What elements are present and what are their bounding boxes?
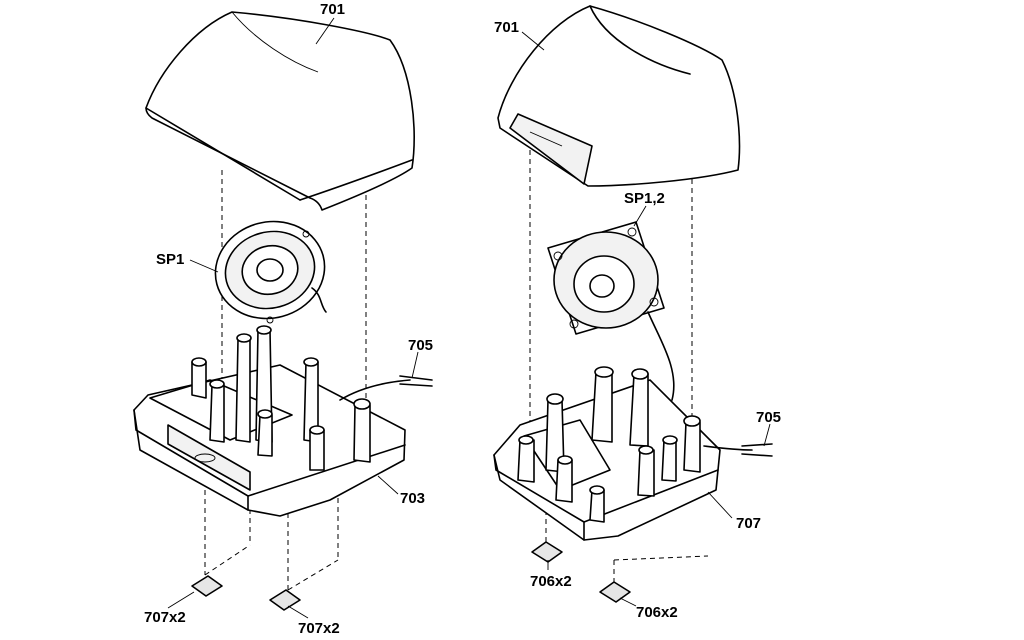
left-leader-lines: [167, 17, 419, 619]
left-base-label: 703: [400, 490, 425, 507]
left-cable-label: 705: [408, 337, 433, 354]
right-foot-label-a: 706x2: [530, 573, 572, 590]
right-cover-label: 701: [494, 19, 519, 36]
left-speaker-label: SP1: [156, 251, 184, 268]
right-cable-label: 705: [756, 409, 781, 426]
left-cover-label: 701: [320, 1, 345, 18]
right-base-label: 707: [736, 515, 761, 532]
right-feet: [531, 541, 631, 603]
left-top-cover: [145, 11, 415, 211]
right-leader-lines: [521, 31, 771, 607]
right-foot-label-b: 706x2: [636, 604, 678, 621]
left-speaker: [214, 220, 327, 324]
part-labels: 701 SP1 705 703 707x2 707x2 701 SP1,2 70…: [144, 1, 781, 637]
left-feet: [191, 575, 301, 611]
right-speaker-label: SP1,2: [624, 190, 665, 207]
left-base: [133, 325, 433, 517]
right-speaker: [547, 221, 675, 401]
left-foot-label-a: 707x2: [144, 609, 186, 626]
right-assembly: [493, 5, 773, 607]
right-base: [493, 366, 773, 541]
right-top-cover: [497, 5, 741, 187]
left-foot-label-b: 707x2: [298, 620, 340, 637]
left-assembly: [133, 11, 433, 619]
